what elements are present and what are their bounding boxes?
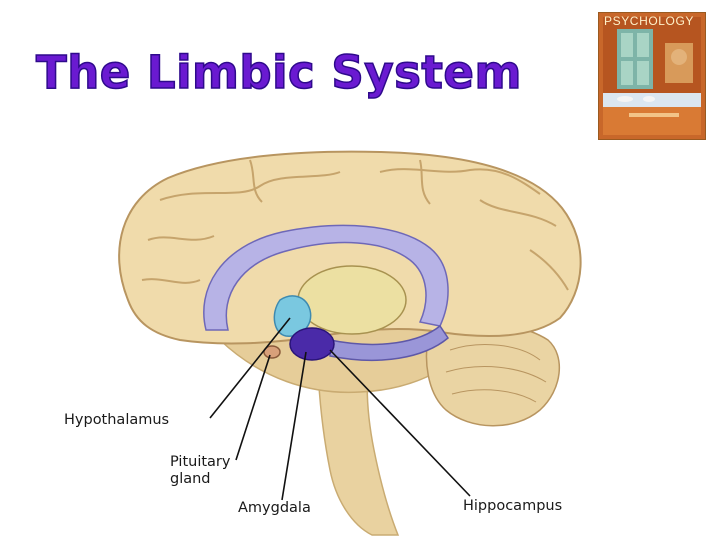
slide-title: The Limbic System <box>35 46 522 99</box>
label-hippocampus: Hippocampus <box>463 498 563 514</box>
label-hypothalamus: Hypothalamus <box>64 412 170 428</box>
leader-hypothalamus <box>209 317 291 419</box>
label-pituitary-line2: gland <box>170 470 211 487</box>
book-title-text: PSYCHOLOGY <box>604 14 695 28</box>
book-cover-image <box>598 12 706 140</box>
leader-pituitary <box>235 354 271 461</box>
leader-amygdala <box>281 351 307 501</box>
thalamus <box>297 265 407 335</box>
label-amygdala: Amygdala <box>238 500 311 516</box>
cerebrum <box>118 150 582 345</box>
amygdala-shape <box>289 327 335 361</box>
pituitary-shape <box>263 345 281 359</box>
hippocampus-shape <box>329 324 449 361</box>
label-pituitary-line1: Pituitary <box>170 454 231 470</box>
label-pituitary-gland: Pituitary gland <box>170 454 230 487</box>
leader-hippocampus <box>329 349 471 497</box>
brain-stem <box>317 367 400 536</box>
